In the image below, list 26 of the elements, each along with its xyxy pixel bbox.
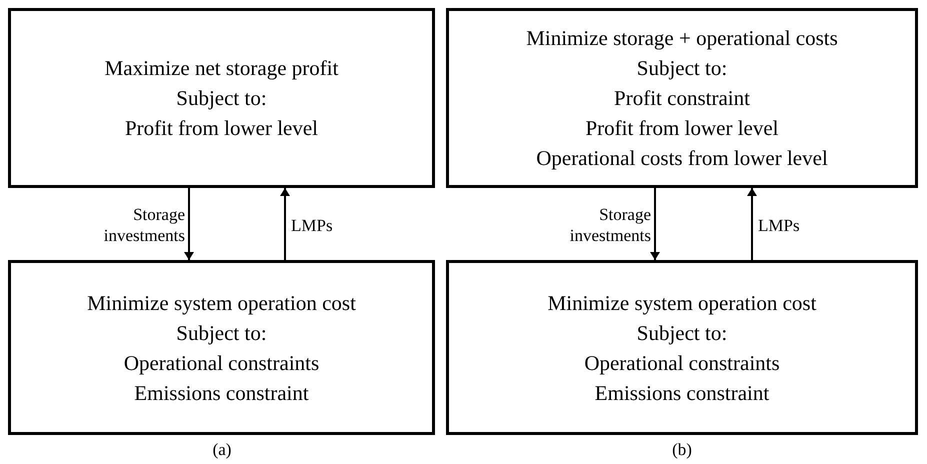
process-box (446, 260, 918, 435)
panel-caption: (b) (672, 439, 692, 461)
box-text: Maximize net storage profit (104, 55, 338, 82)
box-text: Minimize system operation cost (87, 290, 356, 316)
box-text: Subject to: (176, 85, 267, 112)
box-text: Minimize storage + operational costs (526, 25, 838, 52)
box-text: Profit from lower level (585, 115, 779, 142)
box-text: Profit from lower level (124, 115, 318, 142)
box-text: Minimize system operation cost (548, 290, 816, 316)
box-text: Emissions constraint (594, 380, 770, 406)
arrow (650, 188, 660, 260)
box-text: Operational constraints (124, 350, 320, 376)
panel-caption: (a) (212, 439, 232, 461)
box-text: Emissions constraint (134, 380, 309, 406)
box-text: Subject to: (636, 55, 728, 82)
arrow (184, 188, 194, 260)
box-text: Operational constraints (584, 350, 780, 376)
process-box (446, 8, 918, 188)
box-text: Operational costs from lower level (536, 145, 828, 172)
box-text: Subject to: (636, 320, 728, 346)
arrow (747, 188, 757, 260)
arrow (280, 188, 290, 260)
box-text: Profit constraint (614, 85, 750, 112)
box-text: Subject to: (176, 320, 267, 346)
process-box (8, 8, 435, 188)
process-box (8, 260, 435, 435)
